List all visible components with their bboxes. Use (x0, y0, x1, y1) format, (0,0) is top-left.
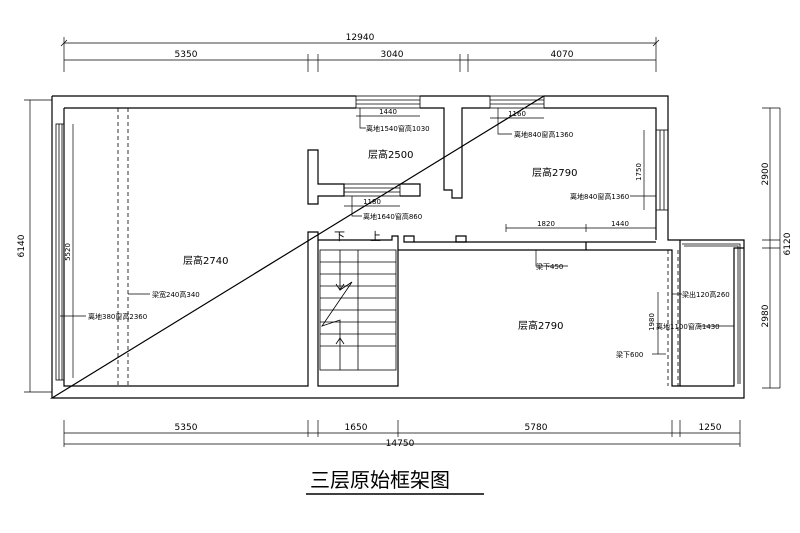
note-window-center: 离地1640窗高860 (363, 212, 422, 221)
note-window-top-center: 离地1540窗高1030 (366, 124, 430, 133)
dim-bottom-2: 1650 (345, 423, 368, 433)
interior-dimensions: 1440 1160 1180 1750 1820 1440 1980 (344, 108, 659, 354)
title-block: 三层原始框架图 (306, 468, 484, 495)
dim-bottom-4: 1250 (699, 423, 722, 433)
stair-up-label: 上 (370, 230, 381, 243)
dim-left-total: 6140 (17, 234, 27, 257)
dim-top-total: 12940 (346, 33, 375, 43)
note-beam-600: 梁下600 (616, 350, 643, 359)
dim-inner-1440-top: 1440 (379, 108, 397, 116)
dim-right-total: 6120 (783, 232, 793, 255)
dim-inner-1180: 1180 (363, 198, 381, 206)
dim-bottom-3: 5780 (525, 423, 548, 433)
note-window-top-right: 离地840窗高1360 (514, 130, 573, 139)
dim-left-inner: 5520 (64, 243, 72, 261)
note-window-balcony: 离地1100窗高1430 (656, 322, 720, 331)
dim-inner-1440-mid: 1440 (611, 220, 629, 228)
bottom-dimensions: 5350 1650 5780 1250 14750 (63, 420, 741, 449)
room-center-top-height: 层高2500 (368, 148, 413, 161)
top-dimensions: 12940 5350 3040 4070 (60, 33, 660, 72)
left-dimensions: 6140 5520 (17, 99, 74, 393)
room-right-bottom-height: 层高2790 (518, 319, 563, 332)
room-right-top-height: 层高2790 (532, 166, 577, 179)
beams (117, 108, 679, 386)
dim-inner-1820: 1820 (537, 220, 555, 228)
staircase: 下 上 (319, 230, 397, 371)
dim-inner-1750: 1750 (635, 163, 643, 181)
note-beam-left: 梁宽240高340 (152, 290, 200, 299)
dim-top-3: 4070 (551, 50, 574, 60)
leader-lines (60, 108, 734, 355)
room-labels: 层高2740 层高2500 层高2790 层高2790 (183, 148, 577, 332)
windows (55, 95, 741, 384)
dim-inner-1980: 1980 (648, 313, 656, 331)
diagram-title: 三层原始框架图 (310, 468, 450, 492)
dim-top-1: 5350 (175, 50, 198, 60)
note-beam-balcony: 梁出120高260 (682, 290, 730, 299)
dim-top-2: 3040 (381, 50, 404, 60)
dim-inner-1160: 1160 (508, 110, 526, 118)
dim-right-lower: 2980 (761, 304, 771, 327)
dim-bottom-total: 14750 (386, 439, 415, 449)
room-left-height: 层高2740 (183, 254, 228, 267)
note-beam-450: 梁下450 (536, 262, 563, 271)
right-dimensions: 2900 6120 2980 (761, 107, 793, 389)
dim-bottom-1: 5350 (175, 423, 198, 433)
notes: 离地1540窗高1030 离地840窗高1360 离地840窗高1360 离地1… (88, 124, 730, 359)
dim-right-upper: 2900 (761, 162, 771, 185)
note-window-left: 离地380窗高2360 (88, 312, 147, 321)
note-window-right-side: 离地840窗高1360 (570, 192, 629, 201)
stair-down-label: 下 (334, 230, 345, 243)
